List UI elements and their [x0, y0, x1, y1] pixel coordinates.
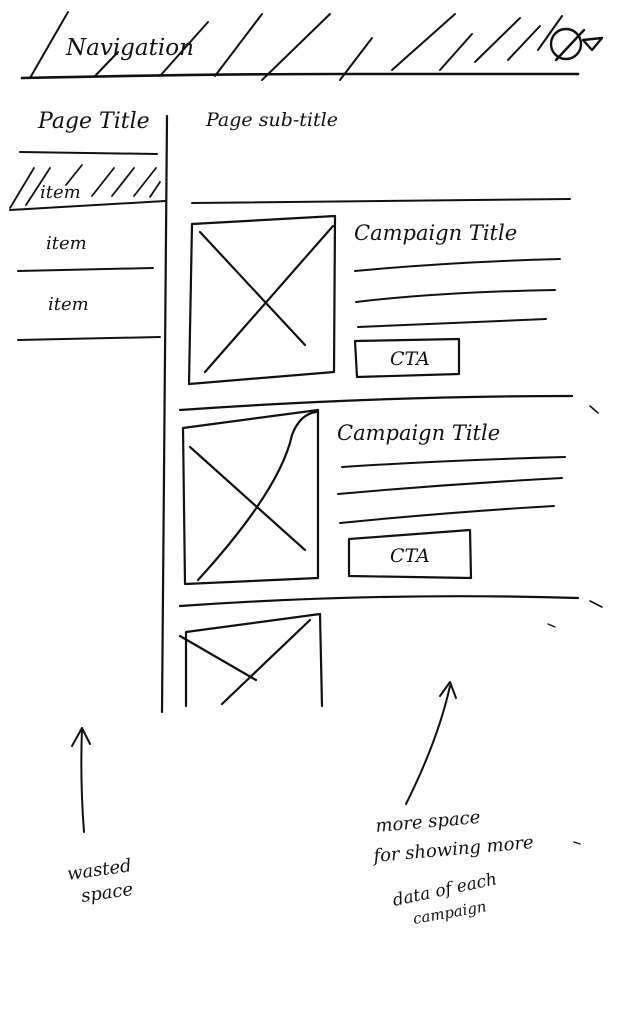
campaign-description-lines	[337, 456, 566, 524]
arrowhead-icon	[439, 681, 457, 699]
campaign-card[interactable]: Campaign Title CTA	[187, 214, 561, 386]
cta-button-frame	[353, 337, 461, 379]
annotation-line: more space	[375, 807, 482, 837]
sidebar-item-label: item	[46, 233, 87, 254]
campaign-card[interactable]: Campaign Title CTA	[181, 408, 566, 586]
content-top-line	[191, 198, 571, 204]
annotation-more-space: more space for showing more data of each…	[371, 681, 581, 928]
cta-button[interactable]: CTA	[347, 528, 473, 580]
cta-button-frame	[347, 528, 473, 580]
navigation-bar[interactable]: Navigation	[20, 11, 604, 81]
campaign-divider	[178, 595, 580, 608]
stray-mark	[547, 623, 556, 628]
navigation-bottom-line	[20, 72, 580, 80]
campaign-card-partial[interactable]	[178, 612, 324, 708]
sidebar-item-divider	[17, 336, 161, 341]
cta-label: CTA	[390, 348, 430, 370]
annotation-line: space	[80, 879, 135, 907]
page-title: Page Title	[37, 109, 150, 134]
arrow-up-icon	[80, 727, 85, 833]
sidebar-item-3[interactable]: item	[17, 294, 161, 341]
page-subtitle: Page sub-title	[205, 109, 338, 131]
cta-label: CTA	[390, 545, 430, 567]
sidebar-item-divider	[9, 200, 166, 211]
campaign-title: Campaign Title	[354, 221, 517, 245]
annotation-line: for showing more	[371, 832, 535, 867]
annotation-wasted-space: wasted space	[66, 727, 135, 907]
image-placeholder-icon	[178, 612, 324, 708]
stray-mark	[589, 600, 603, 608]
arrow-up-icon	[405, 685, 451, 805]
campaign-description-lines	[354, 258, 561, 328]
image-placeholder-icon	[181, 408, 320, 586]
sidebar-item-1[interactable]: item	[9, 164, 166, 211]
sidebar-divider	[19, 151, 158, 155]
arrowhead-icon	[71, 727, 91, 747]
image-placeholder-icon	[187, 214, 337, 386]
sidebar-item-divider	[17, 267, 154, 272]
sidebar-item-label: item	[48, 294, 89, 315]
user-avatar-dropdown-icon[interactable]	[549, 27, 604, 62]
campaign-title: Campaign Title	[337, 421, 500, 445]
sidebar-item-label: item	[40, 182, 81, 203]
sidebar-content-separator	[160, 114, 169, 714]
cta-button[interactable]: CTA	[353, 337, 461, 379]
main-content: Page sub-title Campaign Title CTA	[178, 109, 603, 708]
navigation-label: Navigation	[65, 35, 194, 61]
stray-mark	[589, 405, 599, 414]
stray-mark	[573, 841, 581, 845]
sidebar-item-2[interactable]: item	[17, 233, 154, 272]
sidebar: Page Title item item item	[9, 109, 166, 341]
selected-item-hatching	[9, 164, 161, 209]
campaign-divider	[178, 394, 574, 412]
